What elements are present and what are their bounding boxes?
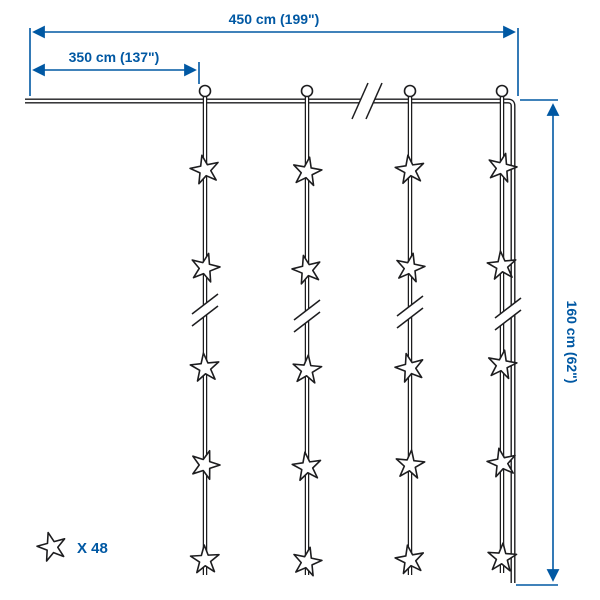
dimension-width-partial-label: 350 cm (137") [69, 49, 160, 65]
dimension-height-label: 160 cm (62") [564, 301, 580, 384]
curtain-wire [25, 98, 516, 583]
curtain-artwork [25, 82, 522, 583]
hook-ring-icon [300, 84, 314, 98]
dimension-height [516, 99, 560, 586]
dimension-width-total-label: 450 cm (199") [229, 11, 320, 27]
hook-ring-icon [403, 84, 417, 98]
star-count-label: X 48 [77, 540, 108, 557]
dimension-width-total [29, 25, 519, 96]
dimension-width-partial [32, 62, 200, 84]
dimension-lines [29, 25, 560, 586]
hook-ring-icon [495, 84, 509, 98]
hook-ring-icon [198, 84, 212, 98]
dimension-labels: 450 cm (199") 350 cm (137") 160 cm (62")… [69, 11, 580, 557]
